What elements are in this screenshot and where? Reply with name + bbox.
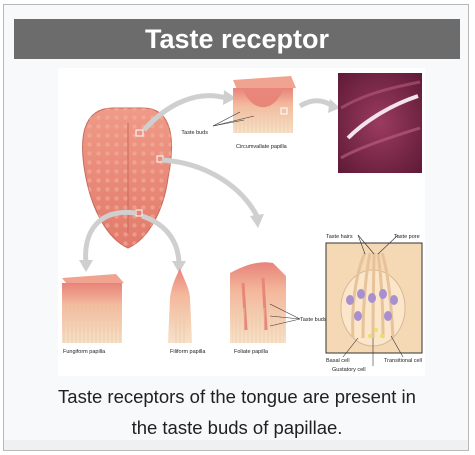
- label-transitional-cell: Transitional cell: [384, 358, 422, 364]
- label-foliate: Foliate papilla: [234, 349, 269, 355]
- label-taste-buds-top: Taste buds: [181, 130, 208, 136]
- label-basal-cell: Basal cell: [326, 358, 350, 364]
- fungiform-papilla: [62, 274, 124, 343]
- label-taste-buds-foliate: Taste buds: [300, 317, 327, 323]
- infobox-bottom-strip: [4, 440, 468, 450]
- label-taste-pore: Taste pore: [394, 234, 420, 240]
- label-circumvallate: Circumvallate papilla: [236, 144, 288, 150]
- filiform-papilla: [168, 268, 192, 343]
- infobox: Taste receptor: [3, 4, 469, 451]
- caption-line-1: Taste receptors of the tongue are presen…: [58, 386, 416, 407]
- caption-line-2: the taste buds of papillae.: [131, 417, 343, 438]
- label-gustatory-cell: Gustatory cell: [332, 367, 366, 373]
- label-fungiform: Fungiform papilla: [63, 349, 106, 355]
- connector-arrows: [83, 93, 335, 264]
- circumvallate-papilla: [212, 76, 296, 133]
- infobox-caption: Taste receptors of the tongue are presen…: [14, 381, 460, 443]
- arrow-heads: [79, 90, 340, 273]
- foliate-papilla: [230, 262, 301, 343]
- label-filiform: Filiform papilla: [170, 349, 206, 355]
- micrograph-image: [338, 73, 422, 173]
- taste-bud-detail: [325, 234, 423, 366]
- infobox-title: Taste receptor: [14, 19, 460, 59]
- label-taste-hairs: Taste hairs: [326, 234, 353, 240]
- taste-receptor-figure[interactable]: Taste buds Circumvallate papilla Fungifo…: [58, 68, 425, 376]
